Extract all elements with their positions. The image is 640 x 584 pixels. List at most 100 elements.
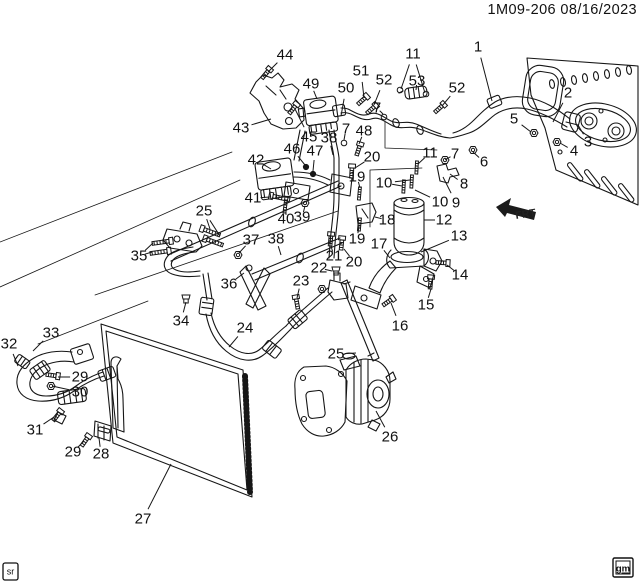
callout-leader-line xyxy=(330,245,334,252)
callout-leader-line xyxy=(206,218,211,230)
longbolt-fastener xyxy=(198,224,222,238)
callout-30: 30 xyxy=(72,384,89,401)
callout-leader-line xyxy=(446,264,455,271)
longbolt-fastener xyxy=(201,234,225,248)
callout-43: 43 xyxy=(233,120,250,137)
callout-31: 31 xyxy=(27,422,44,439)
callout-38: 38 xyxy=(268,231,285,248)
callout-20: 20 xyxy=(364,149,381,166)
callout-52: 52 xyxy=(376,72,393,89)
callout-leader-line xyxy=(444,156,451,161)
callout-leader-line xyxy=(260,196,271,199)
callout-leader-line xyxy=(262,163,272,170)
callout-leader-line xyxy=(343,248,350,257)
callout-leader-line xyxy=(182,301,187,313)
stud-fastener xyxy=(282,199,288,214)
callout-19: 19 xyxy=(349,169,366,186)
callout-15: 15 xyxy=(418,297,435,314)
callout-41: 41 xyxy=(245,190,262,207)
fastener-layer xyxy=(45,64,562,448)
frt-direction-arrow: FRT xyxy=(496,198,537,222)
callout-leader-line xyxy=(552,102,564,123)
callout-24: 24 xyxy=(237,320,254,337)
callout-46: 46 xyxy=(284,141,301,158)
callout-28: 28 xyxy=(93,446,110,463)
bracket-28 xyxy=(93,420,112,442)
accumulator-12 xyxy=(393,196,425,256)
callout-12: 12 xyxy=(436,212,453,229)
callout-47: 47 xyxy=(307,143,324,160)
callout-leader-line xyxy=(427,288,432,298)
callout-leader-line xyxy=(577,124,584,135)
callout-18: 18 xyxy=(379,212,396,229)
callout-leader-line xyxy=(144,242,154,251)
stud-fastener xyxy=(414,160,419,175)
callout-leader-line xyxy=(251,118,272,126)
callout-17: 17 xyxy=(371,236,388,253)
callout-5: 5 xyxy=(510,111,518,128)
bolt-fastener xyxy=(259,64,275,81)
callout-11: 11 xyxy=(422,145,438,162)
grommet-fastener xyxy=(181,294,191,304)
callout-52: 52 xyxy=(449,80,466,97)
callout-leader-line xyxy=(294,108,305,128)
callout-7: 7 xyxy=(342,121,350,138)
hose-clamp-31 xyxy=(53,411,67,425)
callout-leader-line xyxy=(77,440,85,448)
callout-leader-line xyxy=(296,288,300,299)
callout-leader-line xyxy=(414,189,431,198)
nut-fastener xyxy=(529,129,539,137)
oringf-fastener xyxy=(302,163,310,171)
callout-leader-line xyxy=(358,136,363,145)
callout-25: 25 xyxy=(196,203,213,220)
callout-leader-line xyxy=(235,272,245,280)
callout-leader-line xyxy=(51,385,70,391)
frt-label: FRT xyxy=(515,207,538,222)
oring-fastener xyxy=(396,86,404,94)
callout-leader-line xyxy=(312,159,315,172)
pipe-crimp-fitting xyxy=(486,94,503,109)
oring-fastener xyxy=(380,113,388,121)
bolt-fastener xyxy=(51,406,66,423)
callout-leader-line xyxy=(32,340,44,352)
callout-4: 4 xyxy=(570,143,578,160)
callout-leader-line xyxy=(144,251,153,255)
callout-34: 34 xyxy=(173,313,190,330)
stud-fastener xyxy=(356,217,362,232)
callout-leader-line xyxy=(330,145,334,156)
bolt-fastener xyxy=(291,293,301,310)
condenser-fins xyxy=(242,373,253,495)
callout-16: 16 xyxy=(392,318,409,335)
callout-42: 42 xyxy=(248,152,265,169)
gm-logo: gm xyxy=(616,564,630,575)
callout-50: 50 xyxy=(338,80,355,97)
callout-leader-line xyxy=(238,245,246,254)
compressor-26 xyxy=(294,352,397,437)
liquid-suction-lines xyxy=(331,94,581,139)
callout-leader-line xyxy=(442,176,452,194)
callout-leader-line xyxy=(313,90,318,100)
callout-leader-line xyxy=(373,90,381,106)
nut-fastener xyxy=(552,138,562,146)
evaporator-gasket-ring xyxy=(521,64,565,118)
callout-14: 14 xyxy=(452,267,469,284)
callout-6: 6 xyxy=(480,154,488,171)
callout-leader-line xyxy=(12,353,19,367)
callout-leader-line xyxy=(354,161,365,169)
callout-leader-line xyxy=(343,133,346,141)
callout-20: 20 xyxy=(346,254,363,271)
pipe-clip-8 xyxy=(436,163,460,184)
reference-lines xyxy=(0,120,438,345)
callout-10: 10 xyxy=(432,194,449,211)
bolt-fastener xyxy=(432,99,449,115)
manifold-and-hose-24 xyxy=(162,221,333,361)
callout-53: 53 xyxy=(409,73,426,90)
condenser-side-bracket xyxy=(110,356,125,433)
bolt-fastener xyxy=(364,100,381,116)
callout-leader-line xyxy=(472,151,480,158)
bolt-fastener xyxy=(326,231,336,247)
pipe-bracket-36 xyxy=(239,264,271,311)
callout-44: 44 xyxy=(277,47,294,64)
callout-27: 27 xyxy=(135,511,152,528)
